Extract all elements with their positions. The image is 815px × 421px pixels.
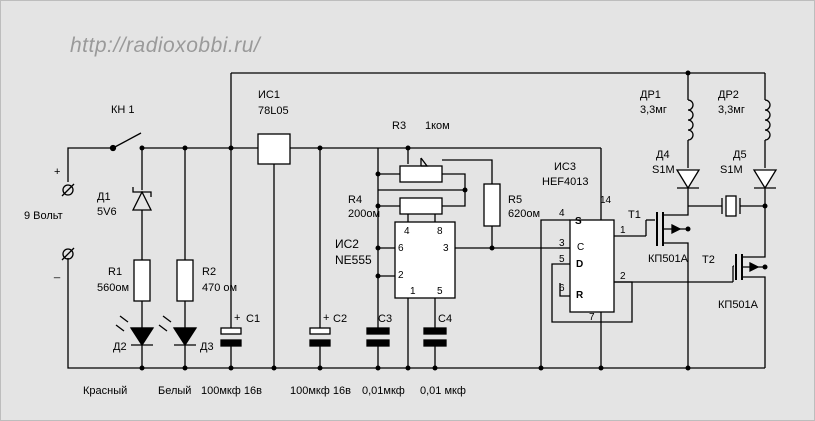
- c4-label: C4: [438, 313, 453, 325]
- r4-value: 200ом: [348, 208, 381, 220]
- c1-value: 100мкф 16в: [201, 385, 262, 397]
- ic3-pin-6: 6: [559, 283, 565, 294]
- diode-d5: [752, 169, 778, 250]
- d3-color: Белый: [158, 385, 192, 397]
- ic3-input-r: R: [576, 290, 584, 301]
- power-label: 9 Вольт: [24, 210, 63, 222]
- r2-label: R2: [202, 266, 217, 278]
- ic3-pin-7: 7: [589, 312, 595, 323]
- wire-ground-rail: [67, 258, 765, 369]
- r5-label: R5: [508, 194, 523, 206]
- transistor-t1: [645, 206, 689, 368]
- c1-label: C1: [246, 313, 261, 325]
- d2-color: Красный: [83, 385, 128, 397]
- d1-label: Д1: [97, 191, 111, 203]
- ic3-input-d: D: [576, 259, 584, 270]
- piezo-element: [688, 195, 765, 217]
- ic3-pin-14: 14: [600, 195, 612, 206]
- c2-value: 100мкф 16в: [290, 385, 351, 397]
- dr2-label: ДР2: [718, 89, 739, 101]
- power-plus-sign: +: [54, 166, 61, 178]
- d4-value: S1M: [652, 164, 675, 176]
- ic3-pin-3: 3: [559, 238, 565, 249]
- ic3-part: HEF4013: [542, 176, 589, 188]
- dr1-value: 3,3мг: [640, 104, 667, 116]
- c3-value: 0,01мкф: [362, 385, 405, 397]
- ic2-pin-1: 1: [410, 286, 416, 297]
- ic2-pin-8: 8: [437, 226, 443, 237]
- ic2-label: ИС2: [335, 237, 359, 251]
- ic3-label: ИС3: [554, 161, 576, 173]
- c1-plus: +: [234, 312, 241, 324]
- ic3-pin-2: 2: [620, 271, 626, 282]
- r3-label: R3: [392, 120, 407, 132]
- ic2-pin-5: 5: [437, 286, 443, 297]
- junction-dots: [139, 70, 768, 371]
- diode-d4: [675, 169, 701, 206]
- t1-label: Т1: [628, 209, 641, 221]
- switch-label: КН 1: [111, 104, 135, 116]
- branch-r2-d3: [158, 148, 198, 368]
- ic2-pin-2: 2: [398, 270, 404, 281]
- d1-value: 5V6: [97, 206, 117, 218]
- d5-label: Д5: [733, 149, 747, 161]
- d2-label: Д2: [113, 341, 127, 353]
- ic2-pin-4: 4: [404, 226, 410, 237]
- c2-plus: +: [323, 312, 330, 324]
- ic3-pin-1: 1: [620, 225, 626, 236]
- inductor-dr2: [764, 73, 771, 168]
- r2-value: 470 ом: [202, 282, 238, 294]
- power-terminal-minus: [61, 247, 75, 261]
- watermark-url: http://radioxobbi.ru/: [70, 34, 261, 57]
- r5-value: 620ом: [508, 208, 541, 220]
- c2-label: C2: [333, 313, 348, 325]
- t2-part: КП501А: [718, 299, 759, 311]
- ic3-pin-5: 5: [559, 254, 565, 265]
- ic2-pin-3: 3: [443, 243, 449, 254]
- dr2-value: 3,3мг: [718, 104, 745, 116]
- ic2-pin-6: 6: [398, 243, 404, 254]
- c4-value: 0,01 мкф: [420, 385, 466, 397]
- ic3-input-s: S: [575, 216, 582, 227]
- zener-d1: [115, 148, 155, 368]
- d3-label: Д3: [200, 341, 214, 353]
- ic1-part: 78L05: [258, 105, 289, 117]
- r1-value: 560ом: [97, 282, 130, 294]
- ic1-label: ИС1: [258, 89, 280, 101]
- dr1-label: ДР1: [640, 89, 661, 101]
- transistor-t2: [732, 250, 766, 368]
- r4-label: R4: [348, 194, 363, 206]
- resistors-r3-r4: [378, 157, 493, 222]
- capacitor-c1: [220, 148, 242, 368]
- wire-5v-rail: [377, 147, 602, 328]
- regulator-ic1: [257, 133, 291, 368]
- inductor-dr1: [687, 73, 694, 168]
- r3-value: 1ком: [425, 120, 450, 132]
- capacitor-c2: [309, 148, 331, 368]
- ic2-part: NE555: [335, 253, 372, 267]
- r1-label: R1: [108, 266, 123, 278]
- d4-label: Д4: [656, 149, 670, 161]
- c3-label: C3: [378, 313, 393, 325]
- d5-value: S1M: [720, 164, 743, 176]
- power-terminal-plus: [61, 183, 75, 197]
- resistor-r5: [483, 183, 501, 248]
- t2-label: Т2: [702, 254, 715, 266]
- switch-kn1: [109, 132, 142, 152]
- t1-part: КП501А: [648, 253, 689, 265]
- power-minus-sign: _: [54, 267, 61, 279]
- timer-ic2: [366, 221, 558, 368]
- wire-plus-rail: [67, 72, 765, 182]
- ic3-pin-4: 4: [559, 208, 565, 219]
- ic3-input-c: C: [577, 242, 585, 253]
- flipflop-ic3: [540, 219, 733, 368]
